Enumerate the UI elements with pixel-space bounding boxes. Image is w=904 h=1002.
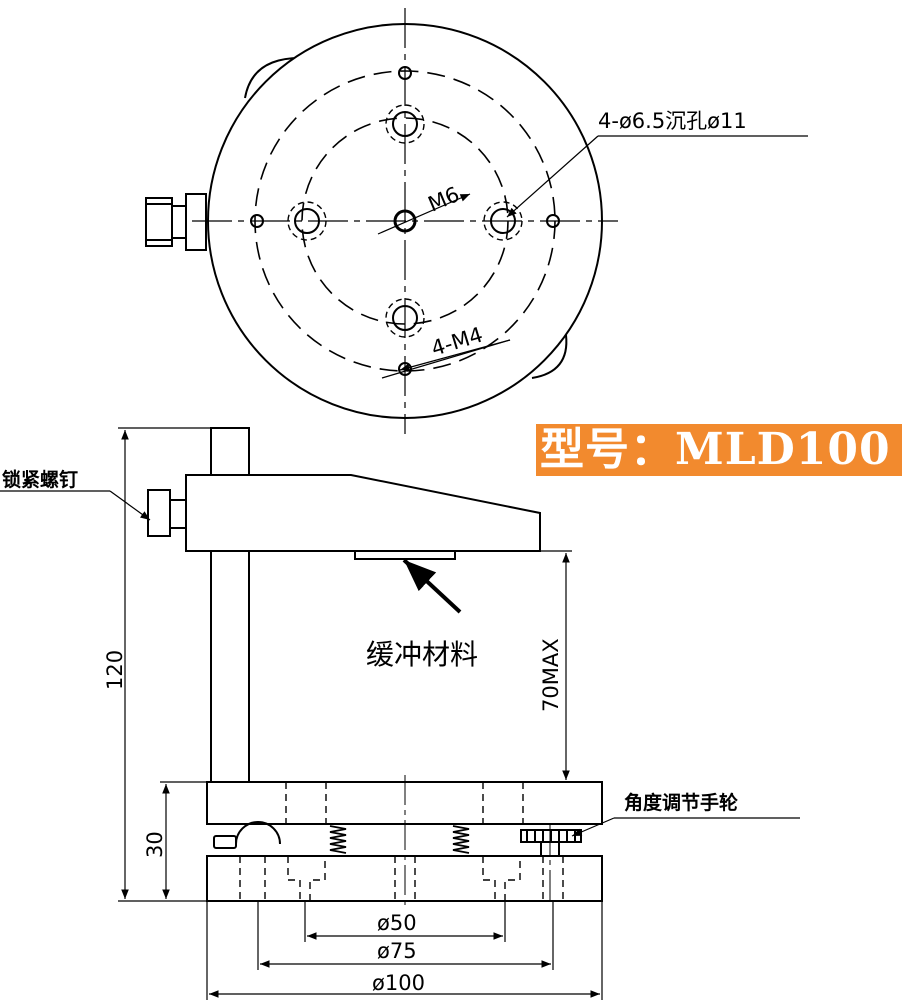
spring-left	[329, 825, 347, 854]
dim-total-height: 120	[103, 650, 127, 690]
top-lock-knob	[145, 197, 173, 247]
lock-screw	[147, 489, 171, 537]
top-lug-right	[531, 334, 568, 379]
dim-d75: ø75	[377, 939, 417, 963]
side-view	[0, 427, 800, 1000]
buffer-material-label: 缓冲材料	[366, 638, 478, 671]
top-lug-left	[244, 57, 301, 99]
spring-right	[452, 825, 470, 854]
lock-screw-label: 锁紧螺钉	[2, 468, 78, 491]
arm	[185, 474, 541, 552]
center-m6-hole	[393, 209, 417, 233]
dim-d100: ø100	[372, 971, 425, 995]
angle-handwheel-label: 角度调节手轮	[624, 791, 738, 814]
buffer-pad	[354, 550, 456, 560]
model-label: 型号：MLD100	[540, 424, 891, 475]
dim-base-height: 30	[143, 831, 167, 858]
dim-max-opening: 70MAX	[539, 638, 563, 712]
top-view	[145, 8, 808, 434]
countersunk-callout: 4-ø6.5沉孔ø11	[598, 109, 747, 133]
model-badge	[536, 424, 902, 476]
dim-d50: ø50	[377, 911, 417, 935]
